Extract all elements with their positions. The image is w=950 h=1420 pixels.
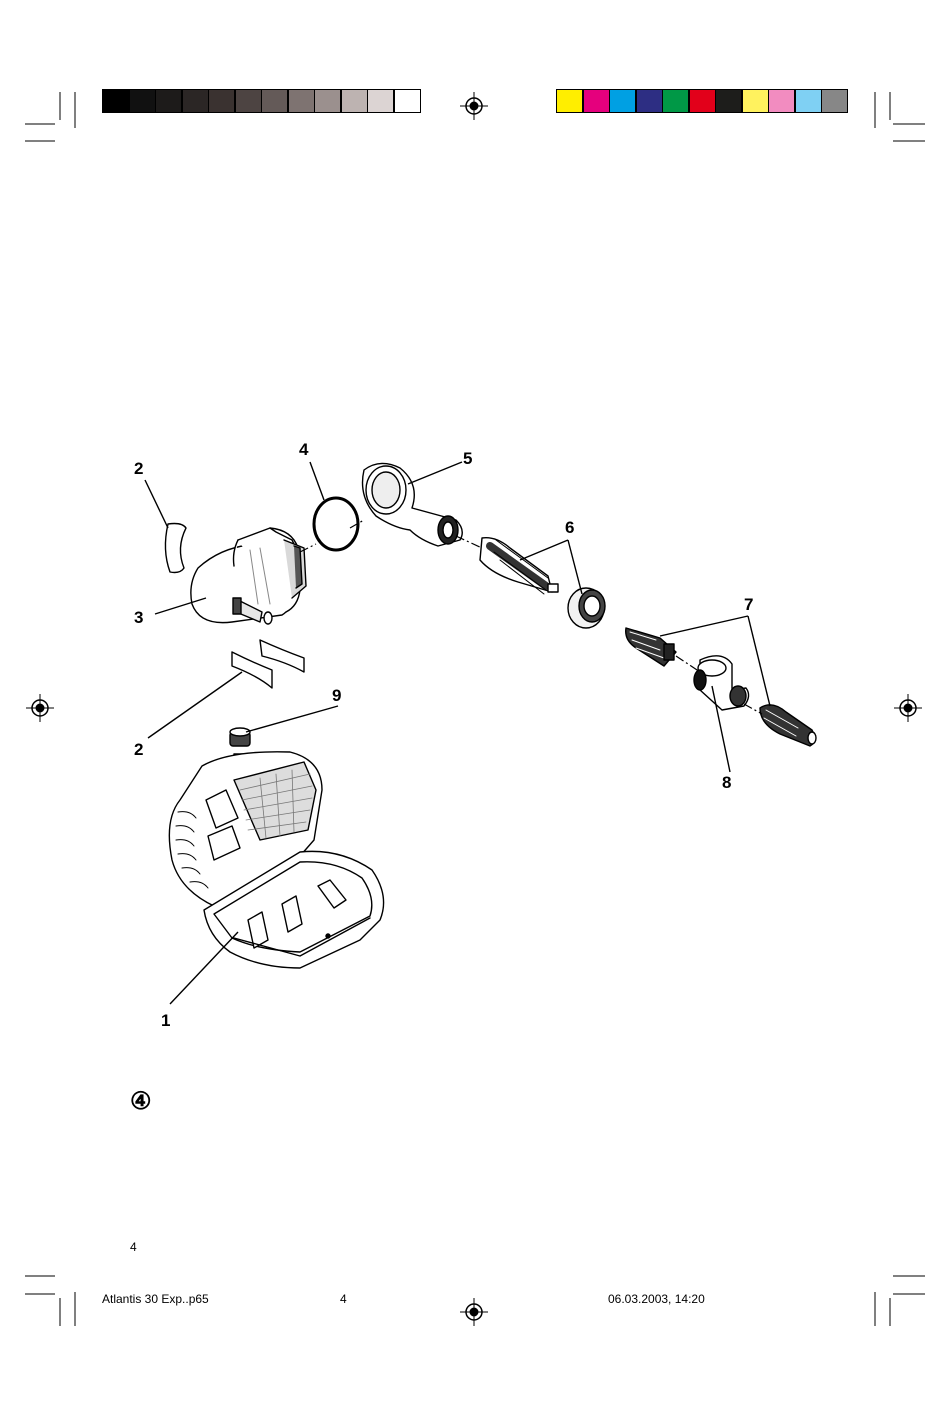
callout-2-lower: 2 xyxy=(134,740,144,759)
hose-tail-left xyxy=(625,627,677,667)
callout-3: 3 xyxy=(134,608,144,627)
registration-mark-right xyxy=(894,694,922,722)
grayscale-swatch xyxy=(261,89,288,113)
grayscale-swatch xyxy=(393,89,421,113)
union-nut xyxy=(567,587,606,629)
color-swatch xyxy=(662,89,689,113)
filter-housing xyxy=(168,751,323,907)
color-swatch xyxy=(688,89,716,113)
color-swatch xyxy=(582,89,610,113)
callout-1: 1 xyxy=(161,1011,171,1030)
hose-tail-right xyxy=(759,704,817,747)
grayscale-swatch xyxy=(340,89,368,113)
figure-number: ④ xyxy=(130,1088,152,1115)
filter-base-tray xyxy=(203,850,385,969)
pump-motor xyxy=(190,527,307,625)
color-swatch xyxy=(715,89,742,113)
hose-tail-adapter xyxy=(479,537,559,595)
clip-part-lower-left xyxy=(231,651,273,689)
grayscale-swatch xyxy=(181,89,209,113)
color-swatch xyxy=(635,89,663,113)
grayscale-swatch xyxy=(287,89,315,113)
callout-6: 6 xyxy=(565,518,575,537)
color-swatch xyxy=(556,89,583,113)
page-number: 4 xyxy=(130,1240,137,1254)
grayscale-swatch xyxy=(208,89,235,113)
color-swatch xyxy=(609,89,636,113)
assembly-axis-lines xyxy=(299,519,763,715)
callout-5: 5 xyxy=(463,449,473,468)
callout-2-upper: 2 xyxy=(134,459,144,478)
regulating-valve xyxy=(693,655,750,711)
grayscale-swatch xyxy=(102,89,129,113)
footer-date: 06.03.2003, 14:20 xyxy=(608,1292,705,1306)
color-swatch xyxy=(741,89,769,113)
leader-lines xyxy=(144,461,771,1005)
footer-filename: Atlantis 30 Exp..p65 xyxy=(102,1292,209,1306)
grayscale-swatch xyxy=(367,89,394,113)
o-ring xyxy=(312,496,360,552)
registration-mark-left xyxy=(26,694,54,722)
grayscale-swatch xyxy=(314,89,341,113)
grayscale-swatch xyxy=(234,89,262,113)
callout-7: 7 xyxy=(744,595,754,614)
clip-part-upper xyxy=(164,522,187,574)
registration-mark-bottom xyxy=(460,1298,488,1326)
crop-marks xyxy=(25,92,925,1326)
connector-housing xyxy=(361,462,463,547)
grayscale-swatch xyxy=(155,89,182,113)
callout-8: 8 xyxy=(722,773,732,792)
color-swatch xyxy=(794,89,822,113)
footer-page: 4 xyxy=(340,1292,347,1306)
registration-mark-top xyxy=(460,92,488,120)
color-swatch xyxy=(821,89,848,113)
color-swatch xyxy=(768,89,795,113)
clip-part-lower-right xyxy=(259,639,305,673)
grayscale-swatch xyxy=(128,89,156,113)
callout-4: 4 xyxy=(299,440,309,459)
callout-9: 9 xyxy=(332,686,342,705)
